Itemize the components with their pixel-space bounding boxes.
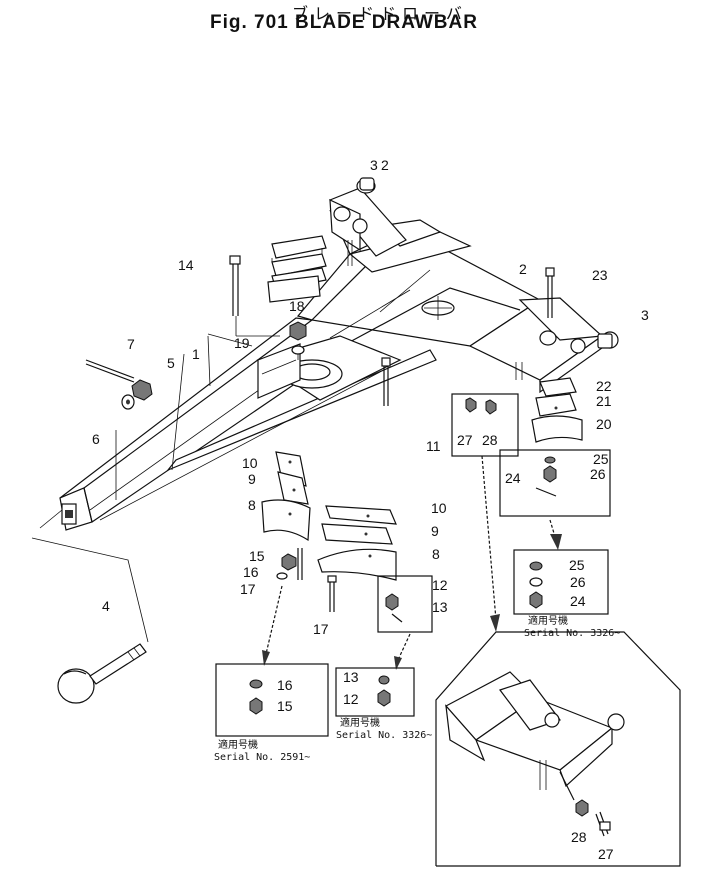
leader-lines [31,333,253,643]
bolt-23 [545,267,555,318]
shim-pads-top [267,235,327,303]
callout-11: 11 [426,438,441,454]
callout-22: 22 [596,378,612,394]
callout-16: 16 [277,677,293,693]
callout-20: 20 [596,416,612,432]
detail-box-left [215,663,329,737]
shim-stack-left [261,451,311,542]
callout-28: 28 [571,829,587,845]
callout-3: 3 [641,307,649,323]
pad-stack-right [531,377,583,443]
callout-27: 27 [598,846,614,862]
callout-13: 13 [432,599,448,615]
bolt-14 [229,255,280,337]
callout-18: 18 [289,298,305,314]
callout-26: 26 [590,466,606,482]
detail-box-24-26 [499,449,611,517]
fasteners-left [276,548,303,580]
serial-note: Serial No. 2591~ [214,752,311,763]
callout-3: 3 [370,157,378,173]
serial-note-jp: 適用号機 [218,740,258,751]
shim-stack-right [317,505,397,581]
inset-box-bracket [435,631,681,867]
detail-box-mid [335,667,415,717]
callout-12: 12 [343,691,359,707]
serial-note-jp: 適用号機 [528,616,568,627]
bolt-11 [381,357,391,406]
callout-4: 4 [102,598,110,614]
callout-14: 14 [178,257,194,273]
callout-17: 17 [240,581,256,597]
callout-7: 7 [127,336,135,352]
callout-21: 21 [596,393,612,409]
callout-19: 19 [234,335,250,351]
callout-25: 25 [569,557,585,573]
callout-8: 8 [432,546,440,562]
callout-2: 2 [381,157,389,173]
callout-9: 9 [431,523,439,539]
callout-1: 1 [192,346,200,362]
callout-2: 2 [519,261,527,277]
callout-17: 17 [313,621,329,637]
callout-13: 13 [343,669,359,685]
callout-16: 16 [243,564,259,580]
ball-stud [57,643,147,704]
title-japanese: ブレードドローバ [292,4,468,23]
detail-box-right-serial [513,549,609,615]
callout-25: 25 [593,451,609,467]
callout-10: 10 [242,455,258,471]
callout-28: 28 [482,432,498,448]
detail-box-fastener-12-13 [377,575,433,633]
callout-27: 27 [457,432,473,448]
bolt-nut-washer-set [85,359,153,410]
callout-12: 12 [432,577,448,593]
serial-note: Serial No. 3326~ [524,628,621,639]
callout-24: 24 [505,470,521,486]
callout-9: 9 [248,471,256,487]
callout-24: 24 [570,593,586,609]
callout-6: 6 [92,431,100,447]
serial-note-jp: 適用号機 [340,718,380,729]
drawbar-frame [59,177,619,531]
detail-box-27-28 [451,393,519,457]
nut-18 [289,321,307,360]
callout-8: 8 [248,497,256,513]
figure-title: Fig. 701 BLADE DRAWBAR [210,12,478,33]
leader-arrows [262,455,562,670]
callout-15: 15 [277,698,293,714]
callout-10: 10 [431,500,447,516]
serial-note: Serial No. 3326~ [336,730,433,741]
callout-26: 26 [570,574,586,590]
callout-23: 23 [592,267,608,283]
callout-5: 5 [167,355,175,371]
callout-15: 15 [249,548,265,564]
bolt-17-right [327,575,337,612]
